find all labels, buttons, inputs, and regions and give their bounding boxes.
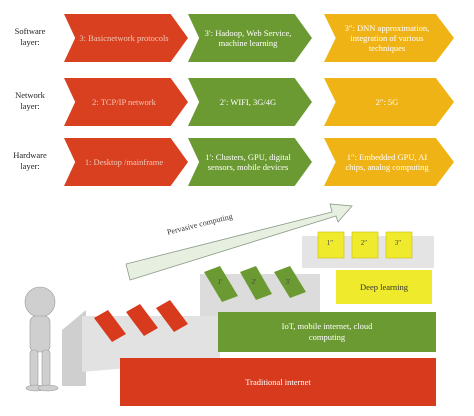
yellow-step-label-3: 3″ — [394, 239, 402, 247]
hardware-box-stage3: 1″: Embedded GPU, AI chips, analog compu… — [324, 138, 454, 186]
yellow-step-label-1: 1″ — [326, 239, 334, 247]
software-layer-label: Software layer: — [14, 26, 46, 47]
deep-learning-bar: Deep learning — [336, 270, 432, 304]
yellow-step-label-2: 2″ — [360, 239, 368, 247]
yellow-step-1 — [317, 231, 345, 259]
software-box-stage3: 3″: DNN approximation, integration of va… — [324, 14, 454, 62]
software-box-stage2: 3′: Hadoop, Web Service, machine learnin… — [188, 14, 312, 62]
network-layer-label: Network layer: — [15, 90, 45, 111]
human-figure-icon — [24, 286, 59, 392]
green-step-label-2: 2′ — [251, 278, 257, 286]
red-step-1 — [94, 310, 126, 342]
pervasive-computing-arrow — [125, 203, 353, 281]
green-step-3 — [274, 266, 306, 298]
hardware-box-stage2: 1′: Clusters, GPU, digital sensors, mobi… — [188, 138, 312, 186]
hardware-box-stage1: 1: Desktop /mainframe — [64, 138, 188, 186]
yellow-step-2 — [351, 231, 379, 259]
green-step-1 — [204, 266, 238, 302]
green-step-label-1: 1′ — [217, 278, 223, 286]
traditional-internet-bar: Traditional internet — [120, 358, 436, 406]
green-step-label-3: 3′ — [285, 278, 291, 286]
network-box-stage1: 2: TCP/IP network — [64, 78, 188, 126]
network-box-stage3: 2″: 5G — [324, 78, 454, 126]
grey-step-block-1 — [62, 310, 86, 386]
software-box-stage1: 3: Basicnetwork protocols — [64, 14, 188, 62]
hardware-layer-label: Hardware layer: — [13, 150, 47, 171]
red-step-2 — [126, 304, 158, 336]
yellow-step-3 — [385, 231, 413, 259]
iot-cloud-bar: IoT, mobile internet, cloud computing — [218, 312, 436, 352]
network-box-stage2: 2′: WIFI, 3G/4G — [188, 78, 312, 126]
green-step-2 — [240, 266, 272, 300]
red-step-3 — [156, 300, 188, 332]
